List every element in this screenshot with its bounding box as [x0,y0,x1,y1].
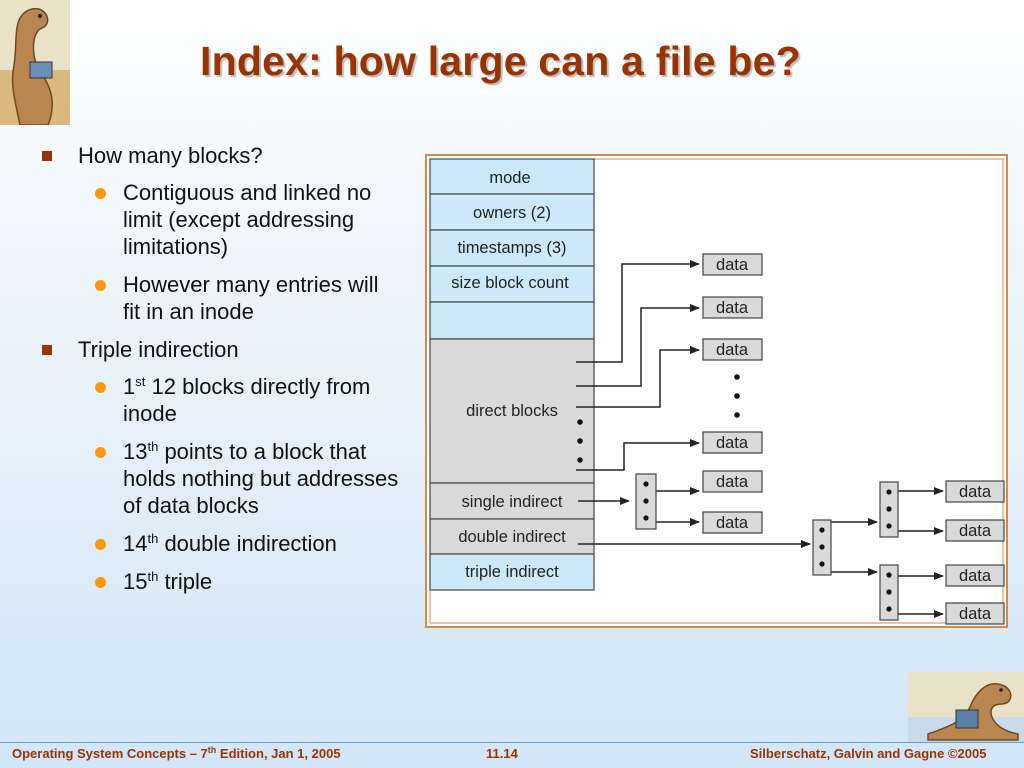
data-block-10-label: data [959,605,992,623]
data-block-1 [702,253,763,276]
bullet-inode-entries: However many entries will fit in an inod… [95,271,400,325]
inode-size-label: size block count [451,274,569,292]
inode-triple-cell [429,553,595,591]
inode-single-label: single indirect [462,493,563,511]
bullet-13th-block: 13th points to a block that holds nothin… [95,439,399,518]
data-block-9 [945,564,1005,587]
bullet-15th-block: 15th triple [95,568,400,595]
data-ellipsis [734,374,740,418]
data-block-3 [702,338,763,361]
data-block-3-label: data [716,341,749,359]
inode-double-cell [429,518,595,555]
dinosaur-logo-icon [0,0,70,125]
data-block-5 [702,470,763,493]
direct-ellipsis [577,419,583,463]
footer-page-number: 11.14 [486,746,518,761]
data-block-5-label: data [716,473,749,491]
data-block-1-label: data [716,256,749,274]
data-block-8 [945,519,1005,542]
bullet-contiguous-linked: Contiguous and linked no limit (except a… [95,179,400,260]
inode-direct-cell [429,338,595,484]
inode-mode-label: mode [489,169,530,187]
inode-triple-label: triple indirect [465,563,559,581]
dinosaur-computer-logo-icon [908,672,1024,742]
bullet-how-many-blocks: How many blocks? [40,142,400,169]
inode-single-cell [429,482,595,520]
slide-title: Index: how large can a file be? [200,38,801,84]
bullet-first-12-blocks: 1st 12 blocks directly from inode [95,373,400,427]
data-block-7-label: data [959,483,992,501]
footer-book-title: Operating System Concepts – 7th Edition,… [12,745,341,762]
bullet-14th-block: 14th double indirection [95,530,400,557]
bullet-list: How many blocks? Contiguous and linked n… [40,142,400,606]
direct-pointer-4 [576,439,700,471]
double-index-block [812,519,832,576]
direct-pointer-3 [576,346,700,408]
data-block-4-label: data [716,434,749,452]
footer-divider [0,742,1024,743]
data-block-6 [702,511,763,534]
inode-double-label: double indirect [458,528,566,546]
data-block-2-label: data [716,299,749,317]
data-block-6-label: data [716,514,749,532]
inode-mode-cell [429,158,595,195]
single-index-block [635,473,657,530]
inode-timestamps-label: timestamps (3) [457,239,566,257]
data-block-9-label: data [959,567,992,585]
inode-diagram: mode owners (2) timestamps (3) size bloc… [425,154,1008,628]
direct-pointer-2 [576,304,700,387]
footer-authors: Silberschatz, Galvin and Gagne ©2005 [750,746,987,761]
double-sub-index-block-1 [879,481,899,538]
data-block-10 [945,602,1005,625]
bullet-triple-indirection: Triple indirection [40,336,400,363]
data-block-2 [702,296,763,319]
inode-direct-label: direct blocks [466,402,558,420]
inode-table [429,158,595,591]
direct-pointer-1 [576,260,700,363]
inode-owners-label: owners (2) [473,204,551,222]
data-block-4 [702,431,763,454]
inode-empty-cell [429,301,595,340]
data-block-8-label: data [959,522,992,540]
double-sub-index-block-2 [879,564,899,621]
data-block-7 [945,480,1005,503]
